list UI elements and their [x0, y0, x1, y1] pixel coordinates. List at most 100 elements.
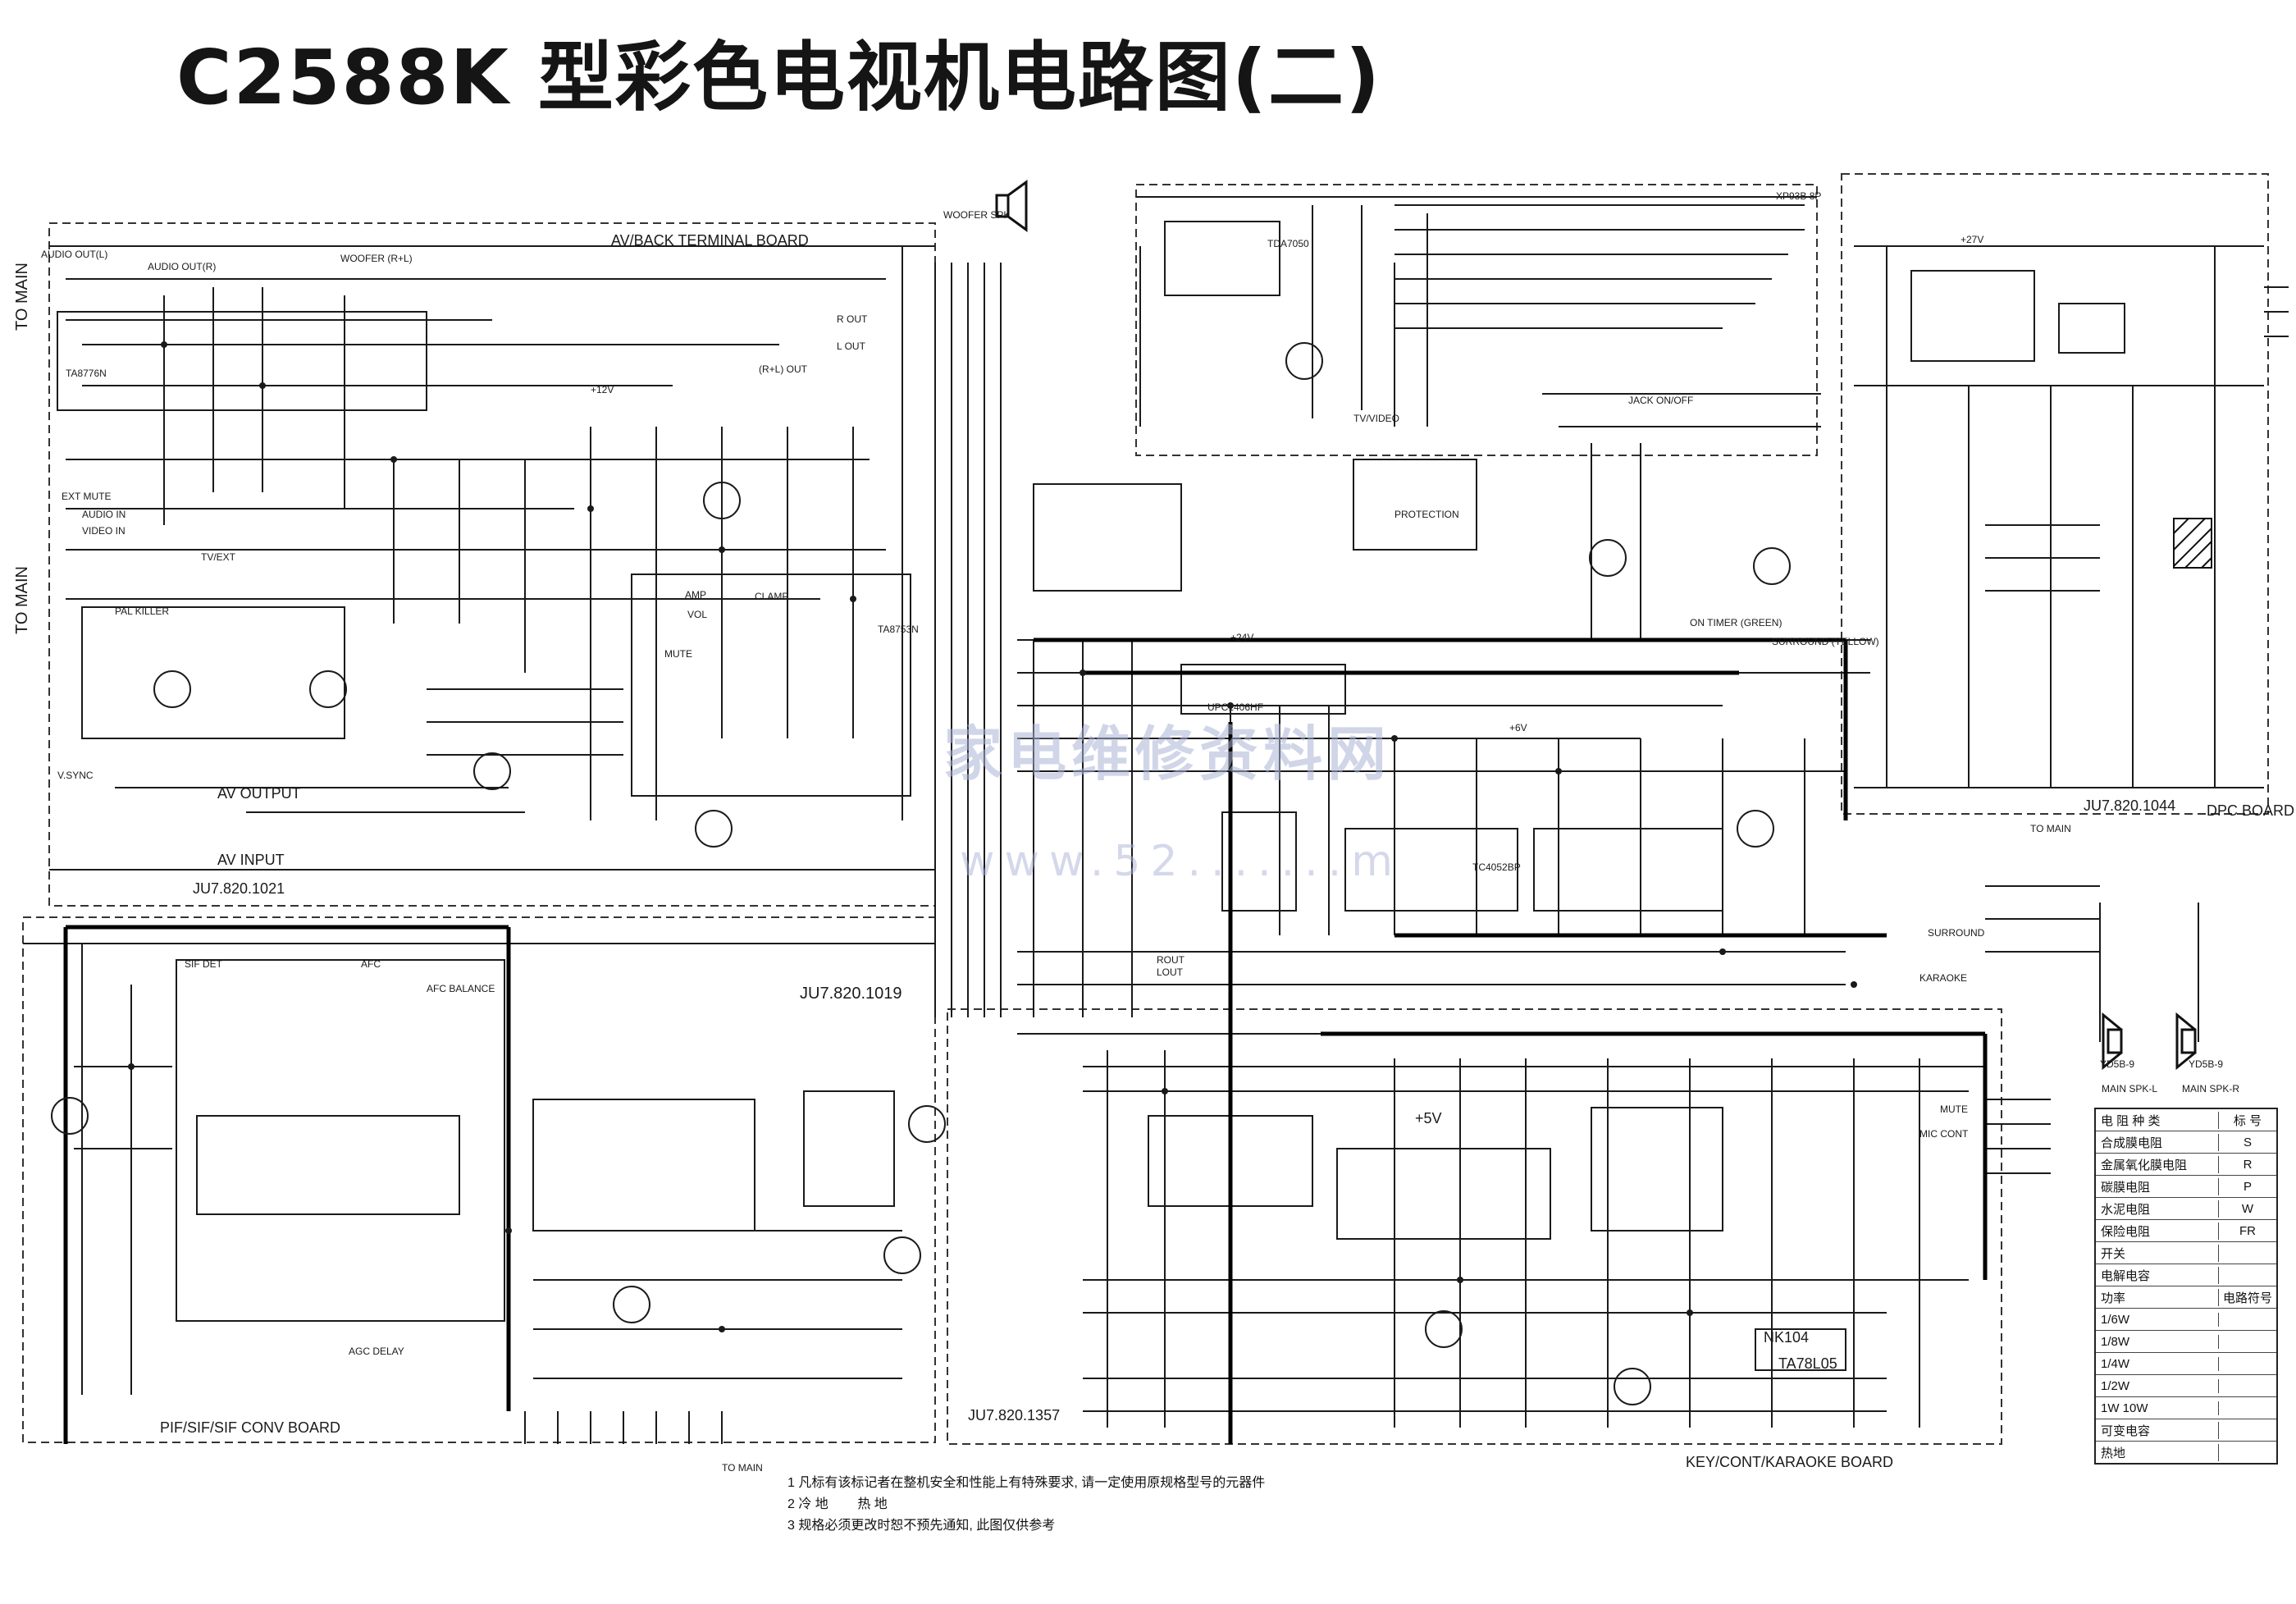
key-board-outline	[947, 1008, 2002, 1445]
legend-row: 电解电容	[2096, 1264, 2276, 1286]
signal-rl-out: (R+L) OUT	[759, 363, 808, 375]
board-code-av-back: JU7.820.1021	[193, 880, 285, 897]
signal-av-output: AV OUTPUT	[217, 785, 301, 802]
signal-rout: ROUT	[1157, 954, 1185, 966]
signal-r-out: R OUT	[837, 313, 868, 325]
speaker-main-r: MAIN SPK-R	[2182, 1083, 2240, 1094]
signal-ext-mute: EXT MUTE	[62, 491, 112, 502]
speaker-symbols	[995, 180, 2197, 1071]
block-vol: VOL	[687, 609, 708, 620]
signal-on-timer: ON TIMER (GREEN)	[1690, 617, 1782, 628]
board-label-dpc: DPC BOARD	[2207, 802, 2295, 819]
ic-n104: TA78L05	[1778, 1355, 1837, 1372]
board-outlines	[22, 173, 2269, 1445]
watermark-text: 家电维修资料网	[943, 720, 1392, 788]
note-1: 1 凡标有该标记者在整机安全和性能上有特殊要求, 请一定使用原规格型号的元器件	[787, 1476, 1266, 1490]
tweeter-r: YD5B-9	[2189, 1058, 2224, 1070]
note-3: 3 规格必须更改时恕不预先通知, 此图仅供参考	[787, 1519, 1056, 1533]
ic-n403: TC4052BP	[1472, 861, 1521, 873]
connector-xp93b: XP93B 8P	[1776, 190, 1822, 202]
tweeter-l: YD5B-9	[2100, 1058, 2135, 1070]
signal-video-in: VIDEO IN	[82, 525, 126, 537]
signal-sif-det: SIF DET	[185, 958, 223, 970]
signal-surround-yellow: SURROUND (YELLOW)	[1772, 636, 1879, 647]
signal-audio-in: AUDIO IN	[82, 509, 126, 520]
signal-tv-video: TV/VIDEO	[1353, 413, 1400, 424]
rail-12v: +12V	[591, 384, 614, 395]
ic-n017: TA8753N	[878, 624, 919, 635]
ic-n402: UPC1406HF	[1207, 701, 1264, 713]
legend-row: 1/6W	[2096, 1309, 2276, 1331]
connector-to-main-dpc: TO MAIN	[2030, 823, 2071, 834]
rail-27v: +27V	[1961, 234, 1984, 245]
signal-audio-out-r: AUDIO OUT(R)	[148, 261, 217, 272]
footnotes: 1 凡标有该标记者在整机安全和性能上有特殊要求, 请一定使用原规格型号的元器件 …	[787, 1473, 1265, 1537]
signal-v-sync: V.SYNC	[57, 770, 94, 781]
connector-woofer-spk: WOOFER SPK	[943, 209, 1011, 221]
transistor-symbols	[51, 342, 1791, 1405]
signal-karaoke: KARAOKE	[1919, 972, 1968, 984]
connector-to-main-top: TO MAIN	[13, 263, 31, 331]
legend-row: 功率电路符号	[2096, 1286, 2276, 1309]
signal-jack-on-off: JACK ON/OFF	[1628, 395, 1694, 406]
block-protection: PROTECTION	[1394, 509, 1459, 520]
legend-row: 可变电容	[2096, 1419, 2276, 1442]
rail-5v: +5V	[1415, 1110, 1442, 1126]
legend-row: 1W 10W	[2096, 1397, 2276, 1419]
signal-pal-killer: PAL KILLER	[115, 605, 170, 617]
ic-n101: TDA7050	[1267, 238, 1309, 249]
block-amp: AMP	[685, 589, 707, 601]
block-clamp: CLAMP	[755, 591, 789, 602]
wiring	[23, 196, 2289, 1444]
av-back-board-outline	[48, 222, 936, 907]
speaker-section-outline	[1135, 184, 1818, 456]
board-label-av-back: AV/BACK TERMINAL BOARD	[611, 232, 809, 249]
note-2: 2 冷 地 热 地	[787, 1497, 888, 1511]
connector-to-main-bottom: TO MAIN	[722, 1462, 763, 1474]
nk104-label: NK104	[1764, 1329, 1810, 1346]
connector-to-main-left: TO MAIN	[13, 566, 31, 634]
signal-l-out: L OUT	[837, 340, 865, 352]
rail-6v: +6V	[1509, 722, 1527, 733]
signal-mic-cont: MIC CONT	[1919, 1128, 1969, 1140]
signal-agc-delay: AGC DELAY	[349, 1346, 404, 1357]
junction-dots	[128, 341, 1857, 1332]
watermark-url: www.52.......m	[960, 837, 1403, 886]
signal-lout: LOUT	[1157, 967, 1184, 978]
signal-woofer: WOOFER (R+L)	[340, 253, 413, 264]
signal-av-input: AV INPUT	[217, 852, 285, 868]
signal-tv-ext: TV/EXT	[201, 551, 236, 563]
pif-board-outline	[22, 916, 936, 1443]
legend-row: 1/2W	[2096, 1375, 2276, 1397]
signal-audio-out-l: AUDIO OUT(L)	[41, 249, 108, 260]
signal-mute: MUTE	[1940, 1104, 1968, 1115]
board-label-key: KEY/CONT/KARAOKE BOARD	[1686, 1454, 1894, 1470]
board-label-pif: PIF/SIF/SIF CONV BOARD	[160, 1419, 341, 1436]
legend-header: 电 阻 种 类 标 号	[2096, 1109, 2276, 1131]
heavy-traces	[63, 637, 1988, 1444]
ic-n007: TA8776N	[66, 368, 107, 379]
schematic-title: C2588K 型彩色电视机电路图(二)	[176, 34, 1381, 121]
legend-row: 1/8W	[2096, 1331, 2276, 1353]
signal-afc-balance: AFC BALANCE	[427, 983, 495, 994]
legend-row: 1/4W	[2096, 1353, 2276, 1375]
signal-surround: SURROUND	[1928, 927, 1985, 939]
signal-afc: AFC	[361, 958, 381, 970]
legend-row: 开关	[2096, 1242, 2276, 1264]
block-mute: MUTE	[664, 648, 692, 660]
rail-24v: +24V	[1230, 632, 1254, 643]
legend-row: 热地	[2096, 1442, 2276, 1463]
speaker-main-l: MAIN SPK-L	[2102, 1083, 2158, 1094]
board-code-key: JU7.820.1357	[968, 1407, 1061, 1423]
dpc-board-outline	[1841, 173, 2269, 815]
dpc-hatch	[2173, 518, 2212, 569]
board-code-pif: JU7.820.1019	[800, 985, 902, 1003]
board-code-dpc: JU7.820.1044	[2084, 797, 2176, 814]
